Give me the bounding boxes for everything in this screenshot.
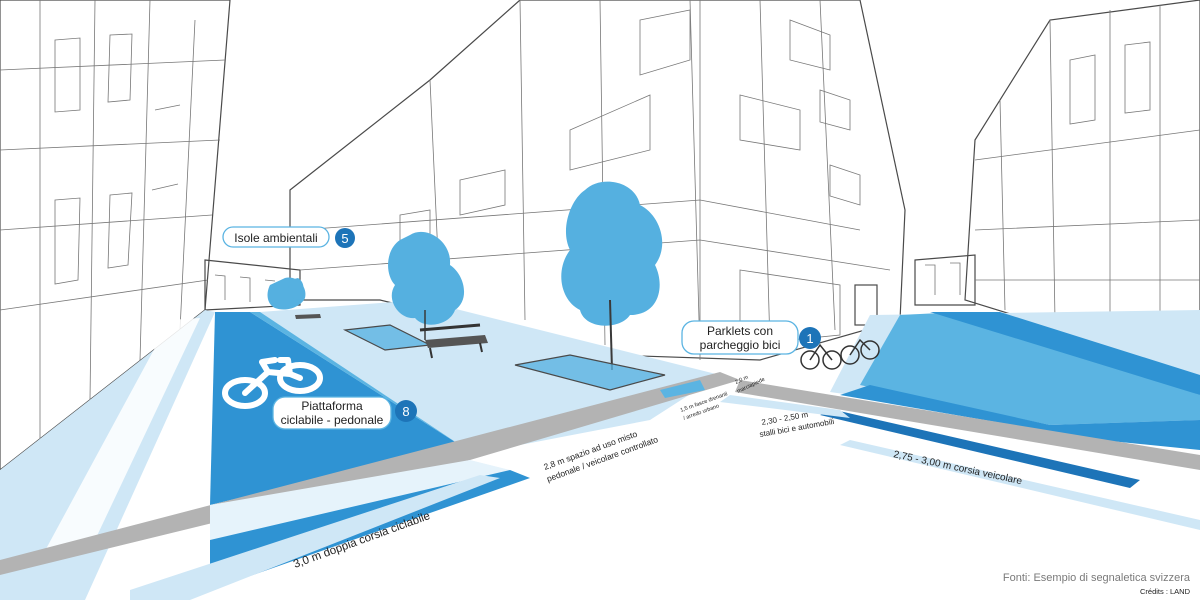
bench-icon [419, 323, 488, 359]
tree-icon [561, 181, 663, 371]
bench-icon [295, 314, 321, 319]
far-right-buildings [914, 254, 976, 306]
bicycle-icon [222, 357, 323, 409]
callout-piattaforma-line1: Piattaforma [301, 399, 363, 413]
callout-piattaforma-line2: ciclabile - pedonale [281, 413, 384, 427]
right-building [964, 0, 1200, 331]
dim-marciapiede-line1: 2,0 m [734, 374, 749, 385]
callout-isole: Isole ambientali 5 [222, 226, 355, 248]
callout-parklets-number: 1 [806, 331, 813, 346]
street-surface [0, 300, 1200, 600]
far-left-buildings [204, 259, 301, 311]
tree-icon [388, 231, 465, 340]
curb [0, 372, 740, 575]
credits: Crédits : LAND [1140, 587, 1191, 596]
tree-icon [267, 277, 306, 310]
callout-parklets: Parklets con parcheggio bici 1 [681, 320, 821, 355]
callout-parklets-line2: parcheggio bici [700, 338, 781, 352]
callout-isole-number: 5 [341, 231, 348, 246]
callout-piattaforma: Piattaforma ciclabile - pedonale 8 [272, 396, 417, 430]
bike-rack-icon [800, 338, 880, 370]
vehicle-lane [860, 312, 1200, 425]
callout-isole-text: Isole ambientali [234, 231, 317, 245]
callout-parklets-line1: Parklets con [707, 324, 773, 338]
source-note: Fonti: Esempio di segnaletica svizzera [1003, 572, 1191, 584]
callout-piattaforma-number: 8 [402, 404, 409, 419]
